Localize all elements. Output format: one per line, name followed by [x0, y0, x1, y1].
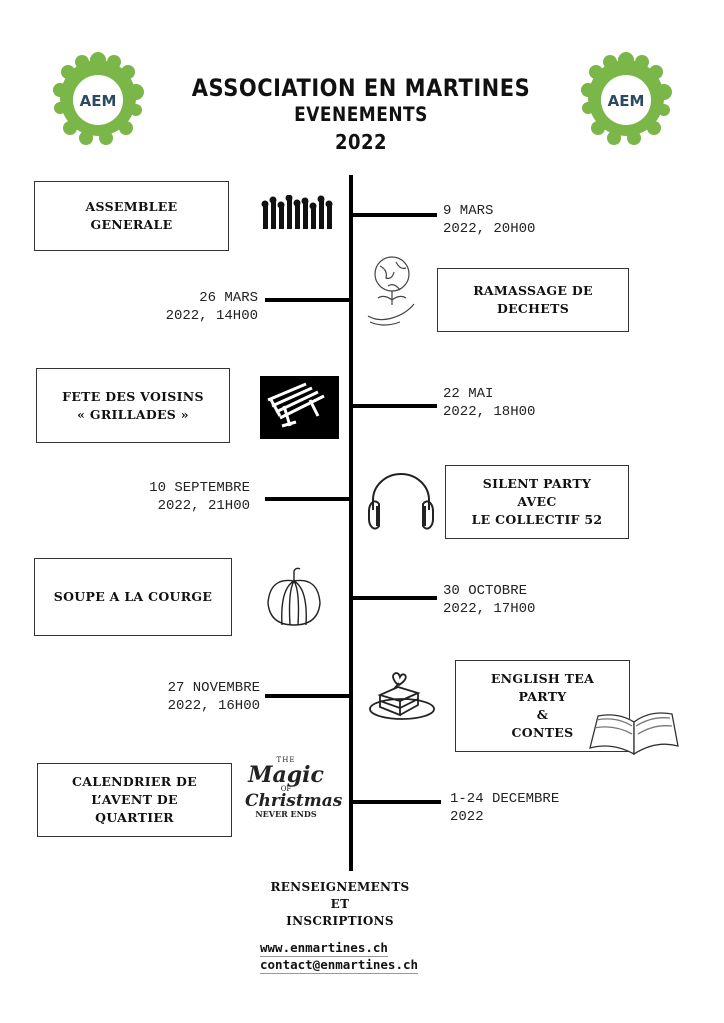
event-box-fete-des-voisins: FETE DES VOISINS « GRILLADES » [36, 368, 230, 443]
event-date: 10 SEPTEMBRE 2022, 21H00 [100, 479, 250, 515]
cake-icon [368, 663, 438, 727]
event-date-time: 2022, 20H00 [443, 221, 536, 237]
footer-heading-line: INSCRIPTIONS [286, 914, 394, 928]
timeline-branch [351, 404, 437, 408]
event-date-day: 30 OCTOBRE [443, 583, 528, 599]
event-title-line: DECHETS [496, 301, 570, 316]
event-date-day: 9 MARS [443, 203, 494, 219]
event-date-day: 1-24 DECEMBRE [450, 791, 560, 807]
timeline-axis [349, 175, 353, 871]
christmas-art-text: NEVER ENDS [255, 809, 317, 819]
svg-text:AEM: AEM [608, 92, 645, 110]
page-year: 2022 [334, 130, 388, 155]
event-title-line: PARTY [518, 689, 567, 704]
event-date-time: 2022, 17H00 [443, 601, 536, 617]
event-date: 9 MARS 2022, 20H00 [443, 202, 535, 238]
event-box-silent-party: SILENT PARTY AVEC LE COLLECTIF 52 [445, 465, 629, 539]
raised-hands-icon [260, 194, 336, 235]
footer-heading-line: ET [330, 897, 350, 911]
aem-logo-right: AEM [576, 48, 676, 148]
picnic-table-icon [260, 376, 339, 443]
event-date-time: 2022, 14H00 [165, 308, 258, 324]
event-title-line: FETE DES VOISINS [62, 388, 204, 404]
event-title-line: CONTES [511, 725, 574, 740]
event-title-line: AVEC [517, 494, 557, 509]
event-title-line: SOUPE A LA COURGE [53, 589, 213, 604]
event-title-line: GENERALE [90, 217, 173, 232]
event-date: 30 OCTOBRE 2022, 17H00 [443, 582, 535, 618]
event-title-line: SILENT PARTY [482, 476, 592, 491]
headphones-icon [365, 470, 437, 534]
timeline-branch [351, 800, 441, 804]
footer-heading-line: RENSEIGNEMENTS [270, 880, 410, 894]
event-box-soupe-courge: SOUPE A LA COURGE [34, 558, 232, 636]
event-title-line: ASSEMBLEE [85, 199, 178, 214]
event-date-time: 2022 [450, 809, 484, 825]
christmas-lettering-icon: THE Magic OF Christmas NEVER ENDS [245, 756, 343, 847]
pumpkin-icon [264, 565, 326, 633]
event-date: 27 NOVEMBRE 2022, 16H00 [110, 679, 260, 715]
event-date-time: 2022, 18H00 [443, 404, 536, 420]
event-title-line: LE COLLECTIF 52 [471, 512, 603, 527]
event-title-line: RAMASSAGE DE [473, 283, 593, 298]
open-book-icon [588, 708, 680, 762]
event-box-ramassage-dechets: RAMASSAGE DE DECHETS [437, 268, 629, 332]
christmas-art-text: Magic [248, 762, 324, 788]
event-date: 26 MARS 2022, 14H00 [110, 289, 258, 325]
event-date: 1-24 DECEMBRE 2022 [450, 790, 559, 826]
aem-logo-icon: AEM [581, 52, 672, 145]
event-title-line: L’AVENT DE [91, 792, 178, 807]
event-date: 22 MAI 2022, 18H00 [443, 385, 535, 421]
event-box-assemblee-generale: ASSEMBLEE GENERALE [34, 181, 229, 251]
event-date-time: 2022, 21H00 [157, 498, 250, 514]
christmas-art-text: THE [276, 756, 296, 764]
email-link[interactable]: contact@enmartines.ch [260, 957, 419, 974]
event-box-calendrier-avent: CALENDRIER DE L’AVENT DE QUARTIER [37, 763, 232, 837]
event-date-time: 2022, 16H00 [167, 698, 260, 714]
christmas-art-text: Christmas [245, 791, 343, 811]
timeline-branch [351, 596, 437, 600]
event-date-day: 22 MAI [443, 386, 494, 402]
website-link[interactable]: www.enmartines.ch [260, 940, 388, 957]
event-title-line: « GRILLADES » [77, 406, 189, 422]
globe-in-hands-icon [362, 252, 422, 338]
event-date-day: 27 NOVEMBRE [167, 680, 260, 696]
christmas-art-text: OF [280, 785, 292, 793]
page-title: ASSOCIATION EN MARTINES [191, 74, 531, 102]
event-title-line: QUARTIER [95, 810, 174, 825]
timeline-branch [351, 213, 437, 217]
event-title-line: ENGLISH TEA [490, 671, 595, 686]
event-date-day: 10 SEPTEMBRE [149, 480, 250, 496]
event-title-line: CALENDRIER DE [72, 774, 197, 789]
event-date-day: 26 MARS [199, 290, 258, 306]
aem-logo-icon: AEM [53, 52, 144, 145]
aem-logo-left: AEM [48, 48, 148, 148]
page-subtitle: EVENEMENTS [294, 103, 428, 127]
footer-heading: RENSEIGNEMENTS ET INSCRIPTIONS [230, 879, 450, 930]
timeline-branch [265, 298, 351, 302]
event-title-line: & [536, 707, 549, 722]
svg-text:AEM: AEM [80, 92, 117, 110]
timeline-branch [265, 694, 351, 698]
timeline-branch [265, 497, 351, 501]
